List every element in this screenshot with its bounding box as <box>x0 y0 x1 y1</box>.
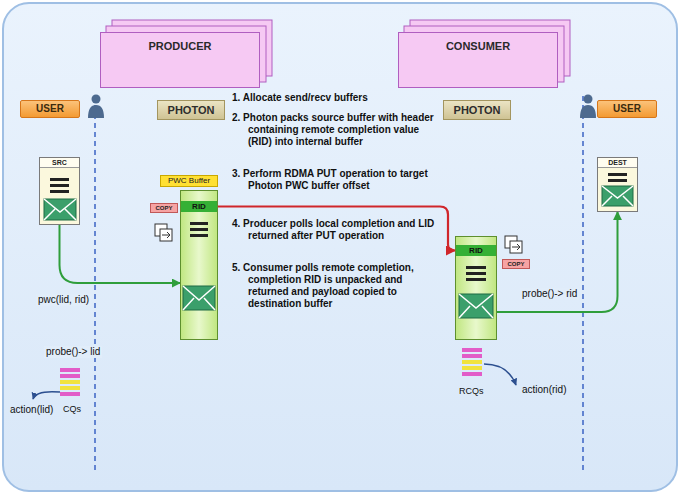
data-bars <box>466 272 486 275</box>
copy-tag: COPY <box>502 259 530 269</box>
data-flow-arrow <box>60 225 181 283</box>
node-label: PHOTON <box>168 104 215 117</box>
envelope-icon <box>602 186 633 206</box>
user-box: USER <box>597 100 657 118</box>
queue-label: RCQs <box>459 386 484 397</box>
copy-icon <box>510 241 522 253</box>
data-bars <box>190 228 208 231</box>
buffer-fill <box>39 157 80 225</box>
node-label: PRODUCER <box>149 40 212 53</box>
function-label: action(rid) <box>522 384 566 396</box>
node-label: SRC <box>40 158 79 168</box>
step-text: 1. Allocate send/recv buffers <box>232 92 438 104</box>
photon-box: PHOTON <box>157 100 225 120</box>
completion-queue <box>60 368 80 372</box>
completion-queue <box>60 374 80 378</box>
callback-arrow <box>33 364 516 399</box>
completion-queue <box>462 360 482 364</box>
copy-tag: COPY <box>150 203 178 213</box>
photon-buffer: RID <box>455 236 497 340</box>
completion-queue <box>60 386 80 390</box>
node-label: DEST <box>598 158 637 168</box>
node-label: USER <box>613 103 641 115</box>
copy-icon <box>162 232 170 238</box>
function-label: pwc(lid, rid) <box>36 294 91 306</box>
data-bars <box>50 184 69 187</box>
node-label: CONSUMER <box>446 40 510 53</box>
user-box: USER <box>20 100 80 118</box>
person-icon <box>584 95 593 104</box>
data-bars <box>190 222 208 225</box>
data-bars <box>608 179 627 182</box>
data-bars <box>466 266 486 269</box>
function-label: action(lid) <box>10 404 53 416</box>
node-label: COPY <box>507 260 524 268</box>
completion-queue <box>462 366 482 370</box>
buffer-tag: PWC Buffer <box>160 175 218 187</box>
data-bars <box>50 190 69 193</box>
envelope-icon <box>602 186 633 206</box>
data-bars <box>466 278 486 281</box>
envelope-icon <box>44 186 633 318</box>
completion-queue <box>462 372 482 376</box>
node-label: RID <box>181 201 217 212</box>
person-icon <box>88 105 104 118</box>
envelope-icon <box>459 294 493 318</box>
node-label: PHOTON <box>454 104 501 117</box>
callback-arrow <box>33 392 60 399</box>
envelope-icon <box>183 286 215 310</box>
producer-box: PRODUCER <box>100 32 260 88</box>
envelope-icon <box>183 286 215 310</box>
function-label: probe()-> lid <box>44 346 102 358</box>
buffer-fill <box>597 157 638 212</box>
background-panel <box>3 3 677 491</box>
completion-queue <box>462 348 482 352</box>
copy-icon <box>160 229 172 241</box>
node-label: PWC Buffer <box>168 176 210 186</box>
envelope-icon <box>44 199 76 220</box>
data-bars <box>50 178 69 181</box>
data-flow-arrow <box>218 207 455 251</box>
photon-buffer: RID <box>180 190 218 340</box>
copy-icon <box>512 244 520 250</box>
step-text: 3. Perform RDMA PUT operation to target … <box>232 168 438 192</box>
step-text: 4. Producer polls local completion and L… <box>232 218 438 242</box>
boundary-line <box>582 96 584 470</box>
function-label: probe()-> rid <box>520 288 579 300</box>
callback-arrow <box>484 364 516 385</box>
step-text: 2. Photon packs source buffer with heade… <box>232 112 438 148</box>
completion-queue <box>60 380 80 384</box>
node-label: USER <box>36 103 64 115</box>
consumer-box: CONSUMER <box>398 32 558 88</box>
person-icon <box>580 105 596 118</box>
buffer-fill <box>39 157 638 340</box>
completion-queue <box>60 392 80 396</box>
person-icon <box>92 95 101 104</box>
completion-queue <box>462 354 482 358</box>
completion-queue <box>60 348 482 396</box>
buffer-fill <box>180 190 218 340</box>
buffer-fill <box>455 236 497 340</box>
step-text: 5. Consumer polls remote completion, com… <box>232 262 438 310</box>
destination-buffer: DEST <box>597 157 638 212</box>
background-panel <box>3 3 677 491</box>
envelope-icon <box>44 199 76 220</box>
queue-label: CQs <box>63 404 81 415</box>
data-flow-arrow <box>497 212 618 312</box>
photon-box: PHOTON <box>443 100 511 120</box>
source-buffer: SRC <box>39 157 80 225</box>
data-bars <box>608 173 627 176</box>
envelope-icon <box>459 294 493 318</box>
node-label: COPY <box>155 204 172 212</box>
node-label: RID <box>456 245 496 256</box>
data-bars <box>190 234 208 237</box>
